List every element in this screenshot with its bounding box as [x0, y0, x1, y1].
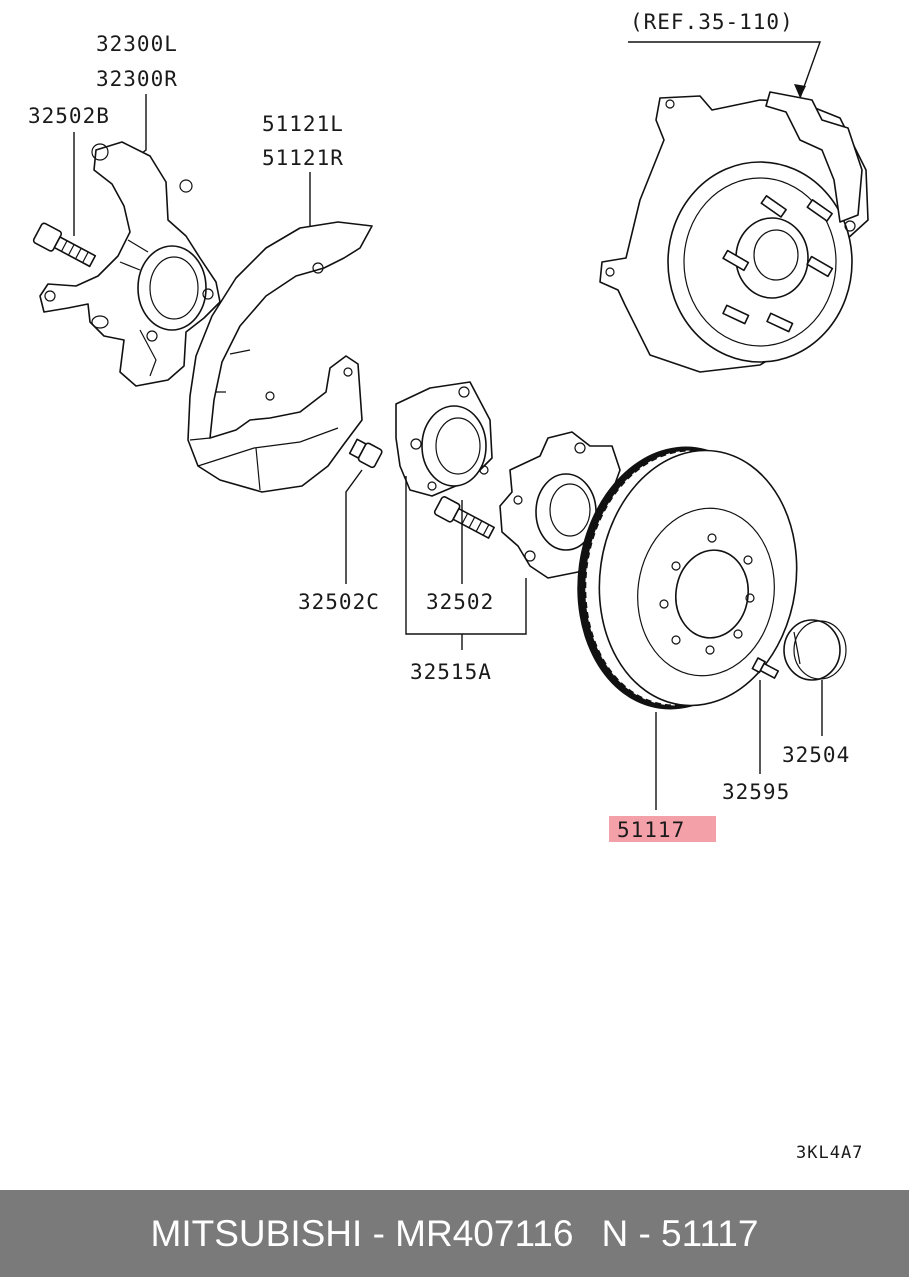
label-51121R: 51121R	[262, 146, 344, 170]
footer-bar: MITSUBISHI - MR407116 N - 51117	[0, 1190, 909, 1277]
hub-bolt-32502	[433, 496, 495, 539]
label-51117: 51117	[617, 818, 685, 842]
label-51121L: 51121L	[262, 112, 344, 136]
bolt-32502B: 32502B	[28, 104, 110, 268]
label-32502C: 32502C	[298, 590, 380, 614]
dust-shield: 51121L 51121R	[187, 112, 373, 493]
ref-label: (REF.35-110)	[630, 10, 794, 34]
label-32502B: 32502B	[28, 104, 110, 128]
ref-caliper-assembly: (REF.35-110)	[599, 10, 869, 373]
hub-assy-bracket: 32502 32515A	[405, 476, 527, 684]
diagram-code: 3KL4A7	[796, 1143, 863, 1163]
parts-diagram: (REF.35-110) 32300L 32300R	[28, 10, 869, 1163]
reference-number: N - 51117	[601, 1212, 759, 1254]
label-32595: 32595	[722, 780, 790, 804]
hub-cap-32504: 32504	[782, 619, 850, 767]
label-32504: 32504	[782, 743, 850, 767]
label-32300R: 32300R	[96, 67, 178, 91]
brand-part-number: MITSUBISHI - MR407116	[150, 1212, 574, 1254]
screw-32595: 32595	[722, 657, 790, 804]
label-32300L: 32300L	[96, 32, 178, 56]
steering-knuckle: 32300L 32300R	[39, 32, 221, 387]
bolt-32502C: 32502C	[298, 438, 383, 614]
label-32515A: 32515A	[410, 660, 492, 684]
label-32502: 32502	[426, 590, 494, 614]
brake-rotor	[577, 446, 798, 810]
highlight-51117: 51117	[609, 816, 716, 842]
hub-bearing	[395, 381, 493, 497]
